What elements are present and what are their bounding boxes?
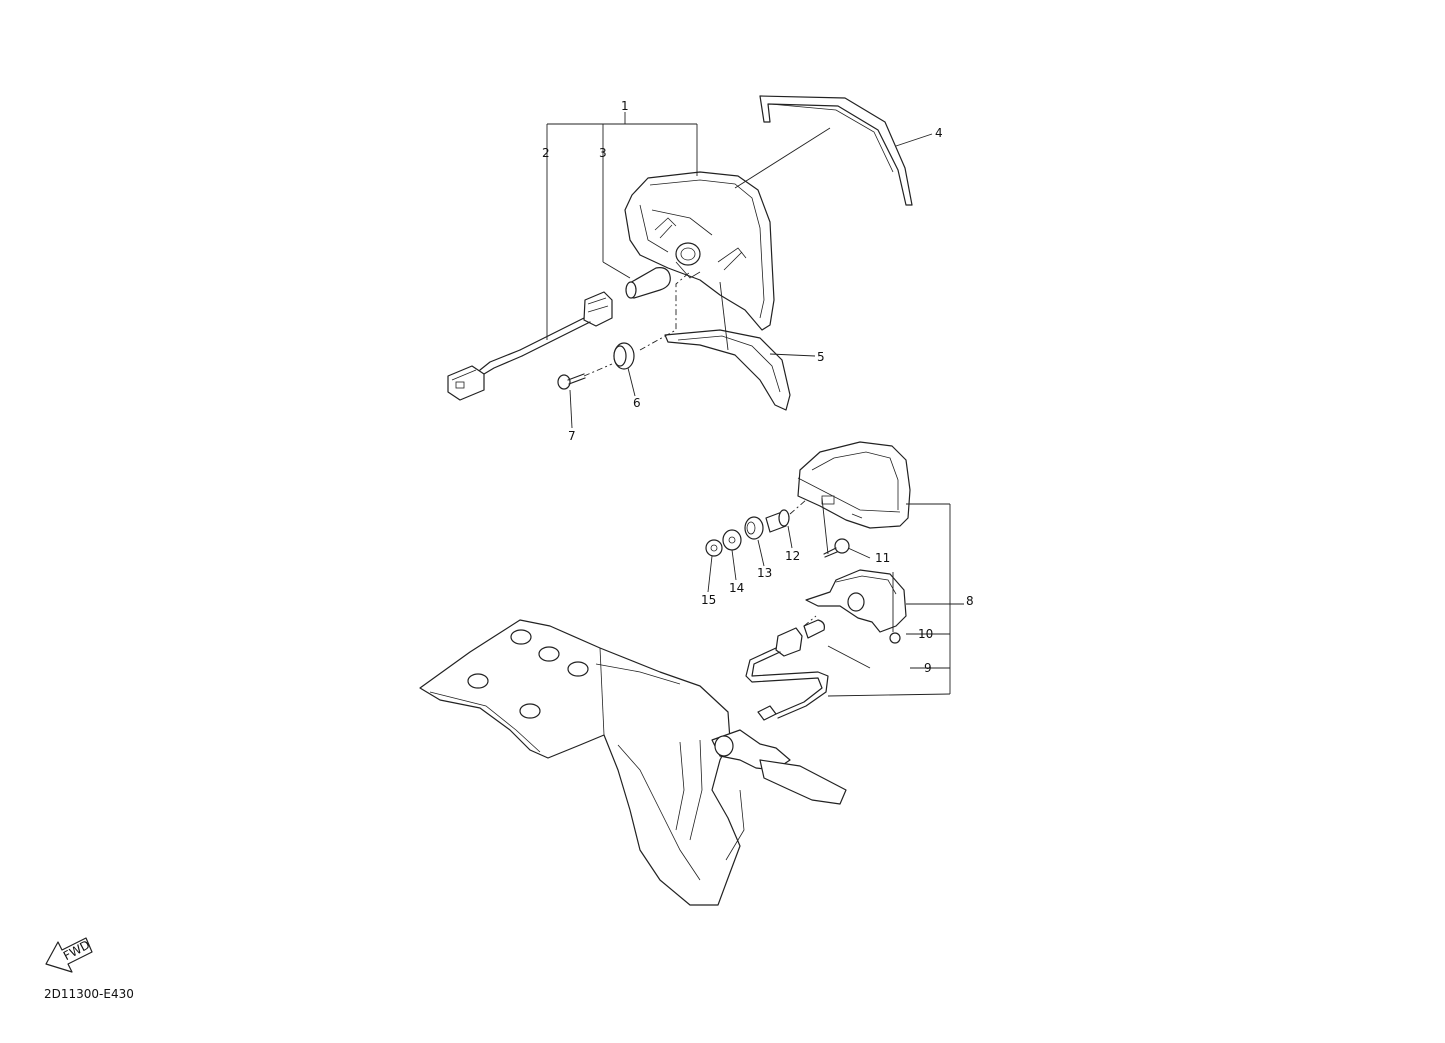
part-2-socket-cord [447,291,613,401]
fwd-arrow-icon: FWD [45,937,93,973]
rear-fender [419,619,745,906]
callout-10: 10 [918,627,933,641]
part-6-grommet [613,342,635,370]
part-14-washer [722,529,742,551]
callout-5: 5 [817,350,825,364]
part-13-grommet [744,516,764,540]
callout-7: 7 [568,429,576,443]
part-8-license-lamp-lens [797,441,911,529]
part-1-tail-lamp-housing [624,171,775,331]
callout-2: 2 [542,146,550,160]
leader-lines [546,112,964,697]
part-9-license-lamp-cord [745,619,829,721]
callout-11: 11 [875,551,890,565]
callout-3: 3 [599,146,607,160]
part-12-collar [765,509,790,533]
part-10-license-lamp-base [805,569,907,644]
callout-4: 4 [935,126,943,140]
callout-15: 15 [701,593,716,607]
callout-labels: 1 2 3 4 5 6 7 8 9 10 11 12 13 14 15 [542,99,974,675]
callout-8: 8 [966,594,974,608]
part-3-bulb [625,267,671,299]
callout-6: 6 [633,396,641,410]
part-11-screw [823,538,850,558]
callout-1: 1 [621,99,629,113]
callout-12: 12 [785,549,800,563]
callout-13: 13 [757,566,772,580]
drawing-code: 2D11300-E430 [44,987,134,1001]
part-5-lower-lens [664,329,791,411]
turn-signal [711,729,847,805]
part-4-upper-cover [759,95,913,206]
part-7-screw [557,373,586,390]
callout-14: 14 [729,581,744,595]
callout-9: 9 [924,661,932,675]
part-15-nut [705,539,723,557]
